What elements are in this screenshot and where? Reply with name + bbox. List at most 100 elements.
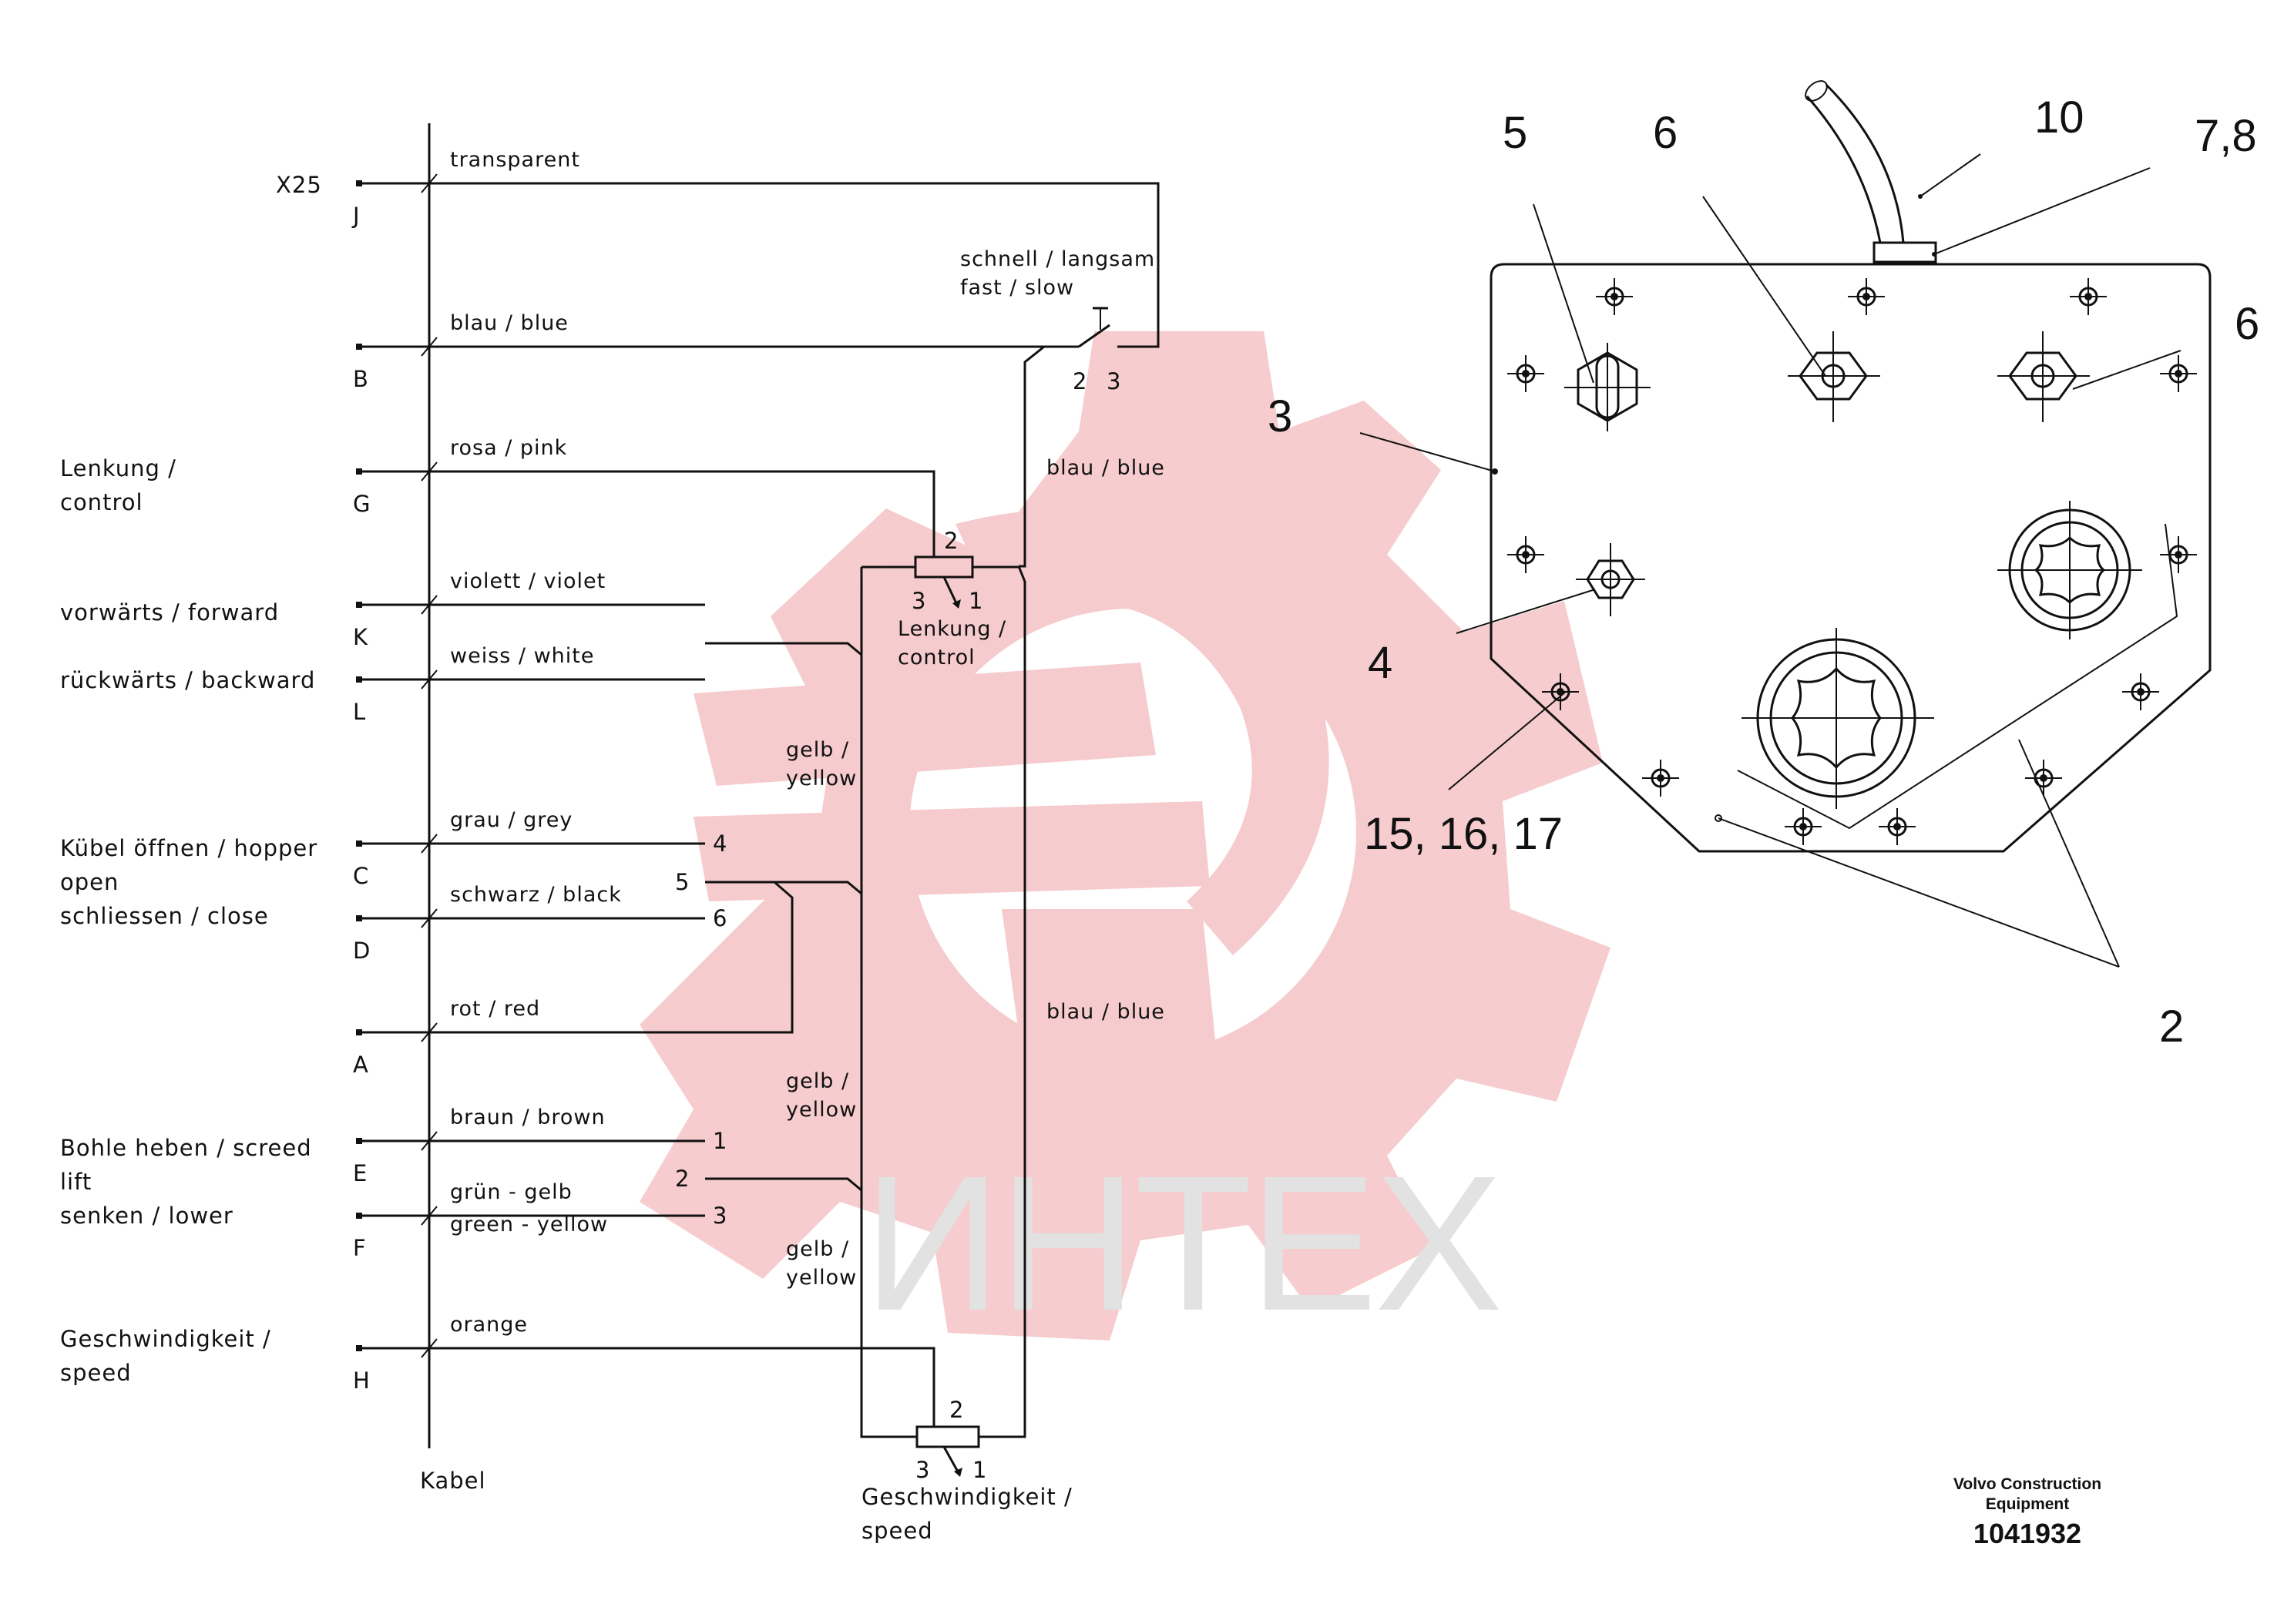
pin-terminal xyxy=(356,1029,362,1035)
blue-wire-top xyxy=(1019,345,1045,568)
logo-line-2: Equipment xyxy=(1986,1495,2070,1513)
wire-j-route xyxy=(429,182,1160,348)
screed-label-2: lift xyxy=(60,1169,92,1195)
switch-pin-2: 2 xyxy=(1073,368,1087,394)
screed-pin-1: 1 xyxy=(713,1128,727,1154)
pin-terminal xyxy=(356,915,362,921)
wire-color-label: grün - gelb xyxy=(450,1180,573,1204)
screw xyxy=(1879,808,1916,845)
pin-terminal xyxy=(356,1138,362,1144)
pin-terminal xyxy=(356,676,362,683)
wire-color-label: orange xyxy=(450,1313,528,1337)
speed-label-2: speed xyxy=(60,1360,132,1386)
speed-label-1: Geschwindigkeit / xyxy=(60,1326,271,1352)
yellow-label-3b: yellow xyxy=(786,1266,857,1290)
pin-terminal xyxy=(356,602,362,608)
blue-rail xyxy=(979,565,1026,1438)
wire-color-label: grau / grey xyxy=(450,808,573,832)
switch-pin-3: 3 xyxy=(1107,368,1120,394)
steer-pot-pin-2: 2 xyxy=(944,528,958,554)
backward-label: rückwärts / backward xyxy=(60,667,315,693)
wire-color-label: rosa / pink xyxy=(450,436,567,460)
yellow-label-1a: gelb / xyxy=(786,738,849,762)
callout-4: 4 xyxy=(1368,638,1392,688)
pin-letter: G xyxy=(353,491,371,517)
callout-10: 10 xyxy=(2034,92,2084,143)
screw xyxy=(1507,355,1544,392)
yellow-label-2a: gelb / xyxy=(786,1069,849,1093)
steering-potentiometer: 2 3 1 Lenkung / control xyxy=(429,470,1019,669)
logo-line-1: Volvo Construction xyxy=(1953,1475,2101,1493)
callout-7-8: 7,8 xyxy=(2195,111,2257,161)
screed-pin-3: 3 xyxy=(713,1203,727,1229)
hopper-pin-6: 6 xyxy=(713,905,727,931)
yellow-label-2b: yellow xyxy=(786,1098,857,1122)
steer-pot-pin-1: 1 xyxy=(969,588,982,614)
callout-15-16-17: 15, 16, 17 xyxy=(1364,809,1563,859)
hopper-label-2: open xyxy=(60,869,119,895)
pin-terminal xyxy=(356,344,362,350)
pin-terminal xyxy=(356,841,362,847)
nut-left xyxy=(1576,543,1645,616)
speed-pot-pin-2: 2 xyxy=(949,1397,963,1423)
connector-name: X25 xyxy=(276,172,322,198)
watermark-gear-logo xyxy=(640,331,1611,1340)
screw xyxy=(1642,760,1679,797)
steer-pot-label-2: control xyxy=(898,646,976,669)
connector-x25: X25 Kabel xyxy=(276,123,485,1494)
speed-pot-pin-3: 3 xyxy=(915,1457,929,1483)
callout-6-right: 6 xyxy=(2235,299,2259,349)
blue-label-bottom: blau / blue xyxy=(1046,1000,1165,1024)
wire-color-label: violett / violet xyxy=(450,569,606,593)
screw xyxy=(2160,536,2197,573)
joystick-small xyxy=(1997,501,2142,639)
speed-pot-label-2: speed xyxy=(862,1518,933,1544)
callout-leaders xyxy=(1359,153,2181,968)
pin-letter: E xyxy=(353,1160,368,1186)
wiring-network: schnell / langsam fast / slow 2 3 blau /… xyxy=(429,182,1165,1544)
blue-label-top: blau / blue xyxy=(1046,456,1165,480)
pin-letter: K xyxy=(353,624,368,650)
screw xyxy=(2160,355,2197,392)
yellow-label-3a: gelb / xyxy=(786,1237,849,1261)
screw xyxy=(1596,278,1633,315)
pin-terminal xyxy=(356,180,362,186)
hopper-pin-5: 5 xyxy=(675,869,689,895)
screw xyxy=(2122,673,2159,710)
yellow-label-1b: yellow xyxy=(786,767,857,790)
wire-color-label: schwarz / black xyxy=(450,883,622,907)
callout-2: 2 xyxy=(2159,1002,2184,1052)
switch-label-1: schnell / langsam xyxy=(960,247,1155,271)
forward-label: vorwärts / forward xyxy=(60,599,279,626)
control-panel-drawing: 5 6 10 7,8 6 3 4 15, 16, 17 2 xyxy=(1268,80,2259,1052)
steer-pot-pin-3: 3 xyxy=(912,588,925,614)
screed-pin-2: 2 xyxy=(675,1166,689,1192)
screw xyxy=(2070,278,2107,315)
pin-letter: D xyxy=(353,938,371,964)
pin-terminal xyxy=(356,1213,362,1219)
screed-label-3: senken / lower xyxy=(60,1203,233,1229)
callout-5: 5 xyxy=(1503,108,1527,158)
callout-6-top: 6 xyxy=(1653,108,1678,158)
screw xyxy=(1542,673,1579,710)
nut-top-right xyxy=(1997,331,2090,422)
volvo-logo: Volvo Construction Equipment 1041932 xyxy=(1953,1475,2101,1549)
pin-letter: J xyxy=(351,203,361,229)
pin-letter: A xyxy=(353,1052,369,1078)
yellow-rail xyxy=(860,567,917,1438)
hopper-pin-4: 4 xyxy=(713,830,727,857)
screw xyxy=(1785,808,1822,845)
wire-color-label: braun / brown xyxy=(450,1106,606,1129)
pin-letter: H xyxy=(353,1367,371,1394)
